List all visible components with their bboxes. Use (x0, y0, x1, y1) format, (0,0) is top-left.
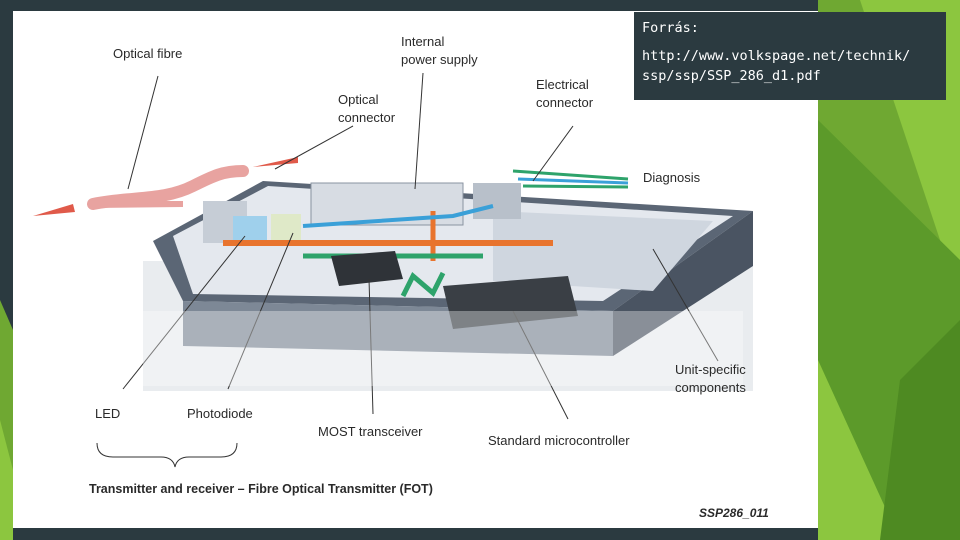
control-unit-illustration (33, 72, 753, 468)
label-optical-connector-line1: Optical (338, 92, 379, 107)
label-electrical-connector-line1: Electrical (536, 77, 589, 92)
label-internal-power-supply-line2: power supply (401, 52, 478, 67)
label-internal-power-supply-line1: Internal (401, 34, 445, 49)
label-diagnosis: Diagnosis (643, 170, 701, 185)
label-unit-specific-line2: components (675, 380, 746, 395)
label-most-transceiver: MOST transceiver (318, 424, 423, 439)
label-electrical-connector-line2: connector (536, 95, 594, 110)
label-optical-fibre: Optical fibre (113, 46, 183, 61)
label-unit-specific-line1: Unit-specific (675, 362, 746, 377)
mcu-diagram: Optical fibre Internal power supply Opti… (13, 11, 818, 528)
label-photodiode: Photodiode (187, 406, 253, 421)
figure-id: SSP286_011 (699, 506, 769, 520)
source-title: Forrás: (642, 20, 699, 36)
label-optical-connector-line2: connector (338, 110, 396, 125)
label-fot-caption: Transmitter and receiver – Fibre Optical… (89, 482, 433, 496)
source-url[interactable]: http://www.volkspage.net/technik/ ssp/ss… (642, 48, 911, 84)
label-led: LED (95, 406, 121, 421)
label-standard-microcontroller: Standard microcontroller (488, 433, 630, 448)
source-box: Forrás: http://www.volkspage.net/technik… (634, 12, 946, 100)
